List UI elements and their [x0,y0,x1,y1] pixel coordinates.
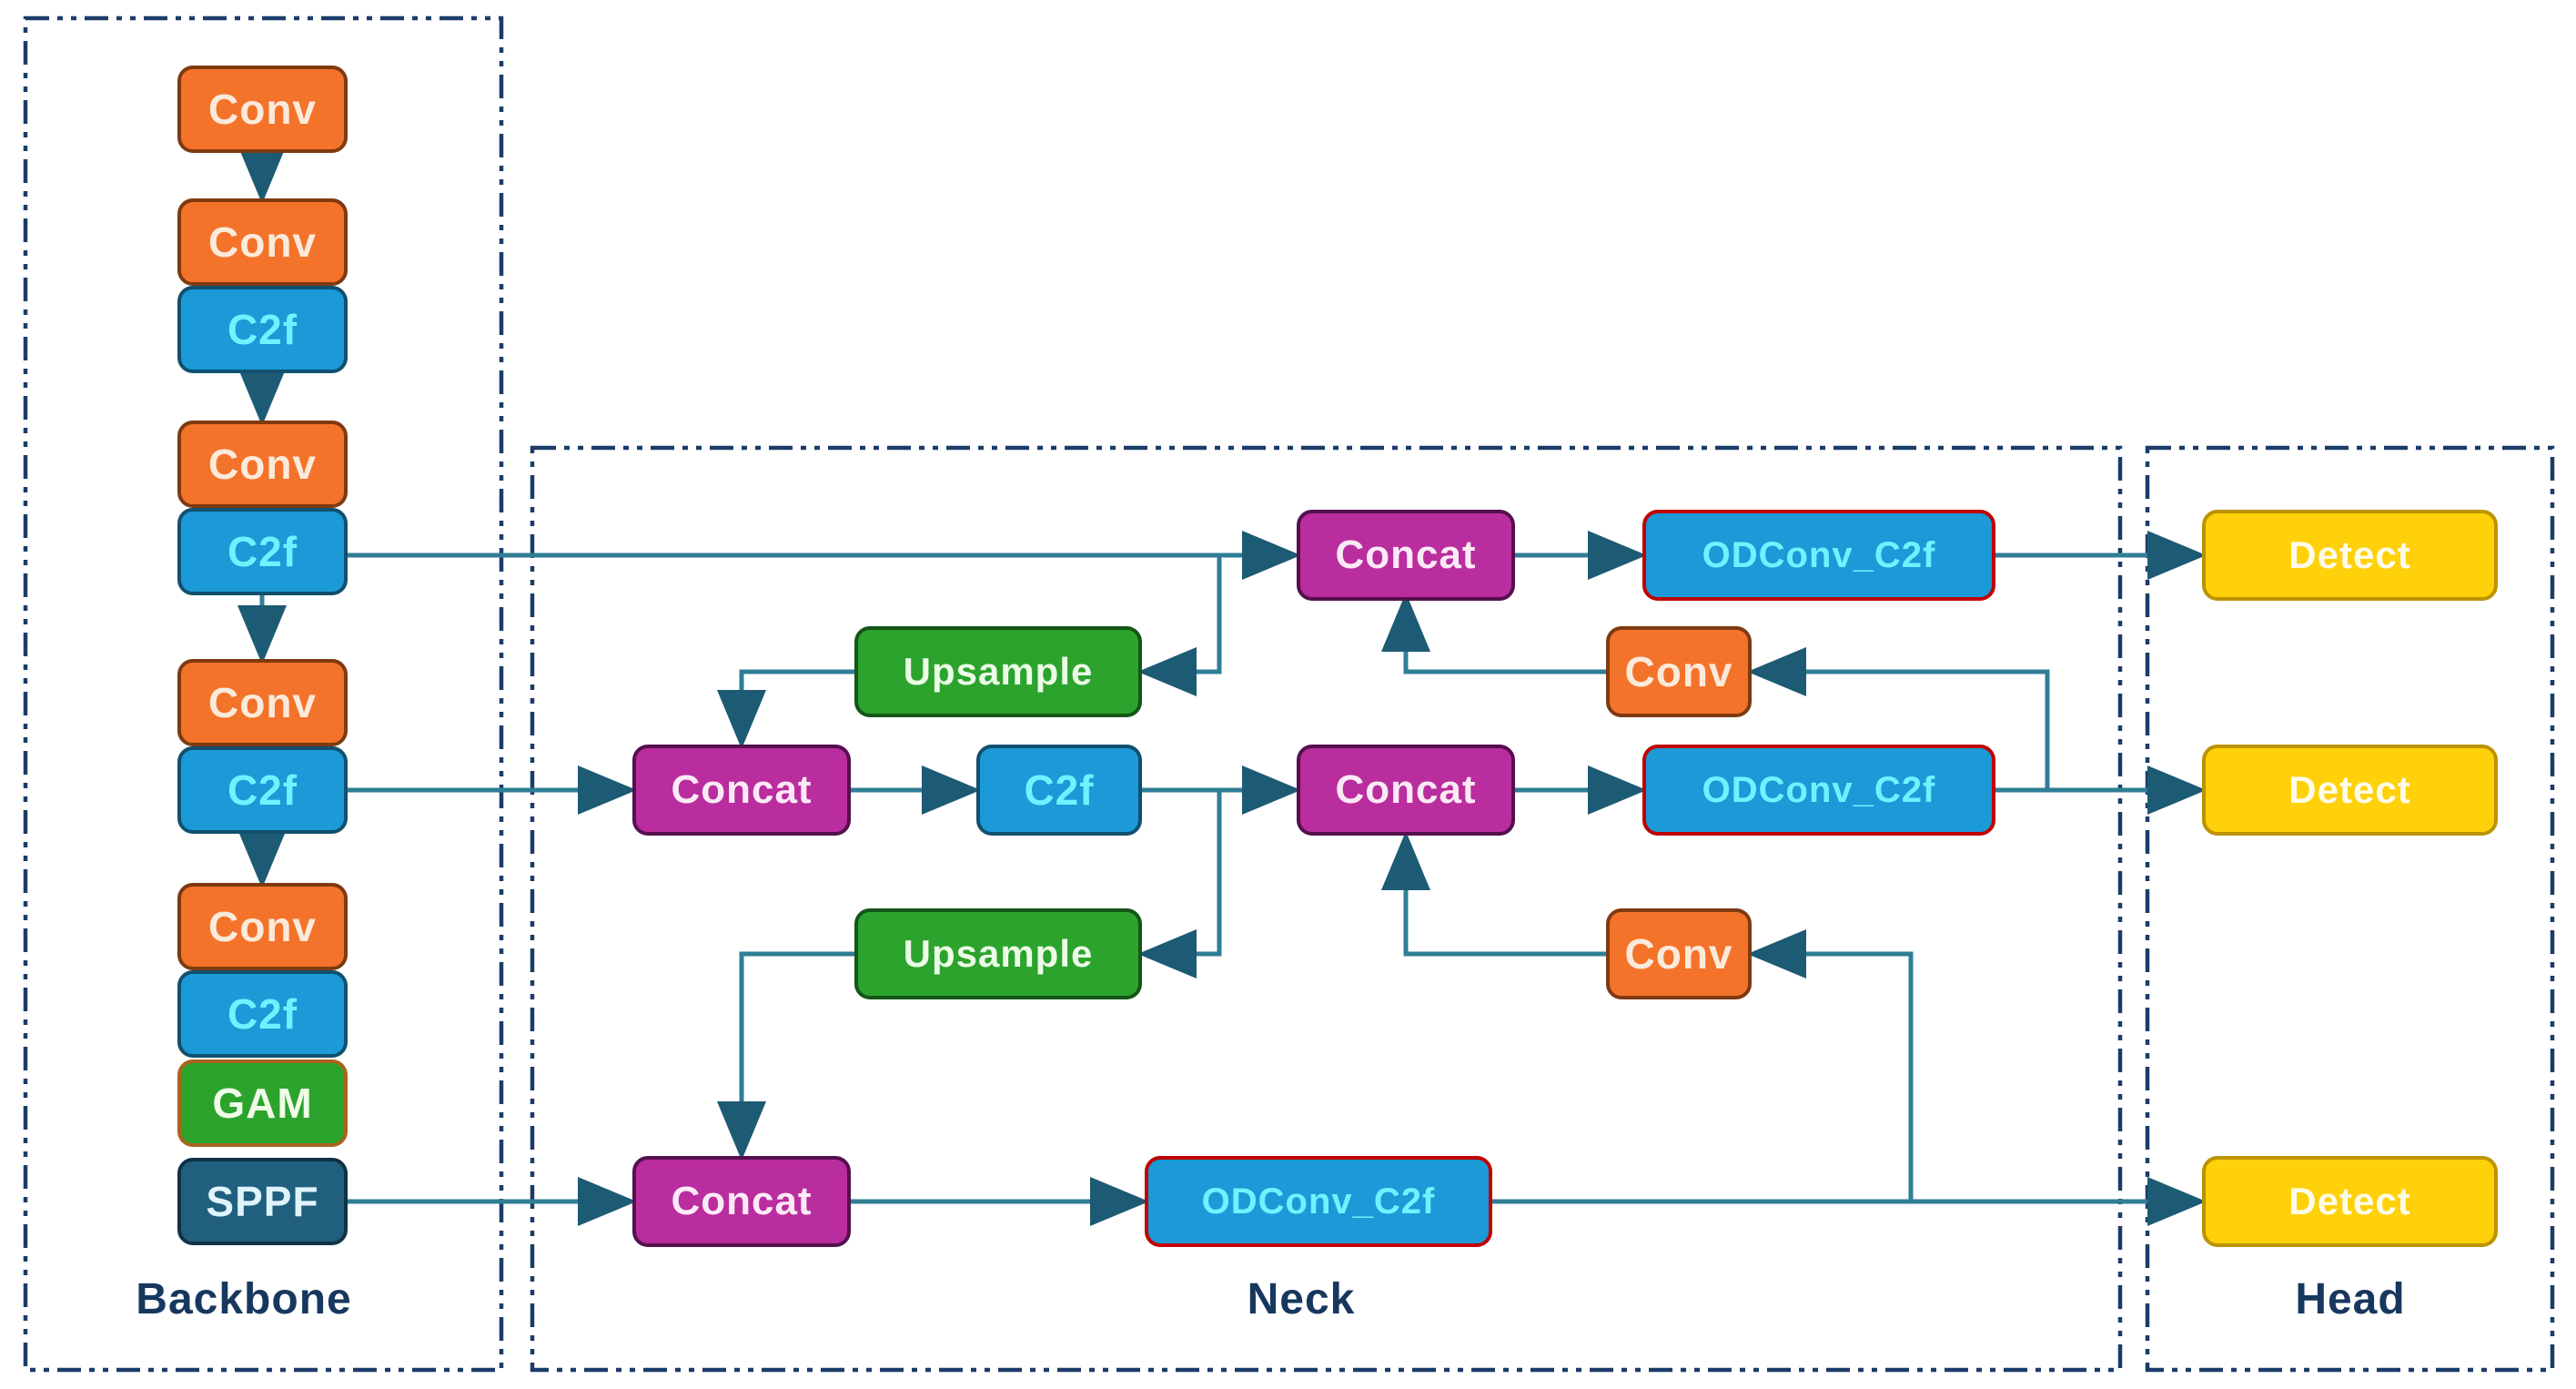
node-bb-conv-1: Conv [177,66,348,153]
edge-branch-conv-up [1747,646,2050,790]
node-nk-c2f: C2f [976,745,1142,836]
node-nk-conv-down: Conv [1606,908,1752,999]
node-bb-c2f-1: C2f [177,286,348,373]
node-nk-upsample-2: Upsample [854,908,1142,999]
edge-upsample1-concat-mid [716,669,854,749]
node-bb-conv-5: Conv [177,883,348,970]
edge-upsample2-concat-bottom [716,951,854,1161]
node-bb-sppf: SPPF [177,1158,348,1245]
backbone-label: Backbone [136,1275,352,1323]
node-nk-upsample-1: Upsample [854,626,1142,717]
head-label: Head [2295,1275,2406,1323]
edge-conv-down-concat-mid2 [1380,831,1606,957]
node-bb-c2f-4: C2f [177,970,348,1058]
node-hd-detect-2: Detect [2202,745,2498,836]
node-bb-c2f-2: C2f [177,508,348,595]
edge-conv-up-concat-top [1380,593,1606,674]
edge-branch-conv-down [1747,928,1914,1201]
neck-container [530,445,2123,1373]
node-bb-conv-2: Conv [177,198,348,286]
node-bb-gam: GAM [177,1059,348,1147]
neck-label: Neck [1247,1275,1356,1323]
node-bb-c2f-3: C2f [177,746,348,834]
node-nk-odconv-bottom: ODConv_C2f [1145,1156,1492,1247]
node-nk-concat-mid2: Concat [1297,745,1515,836]
node-bb-conv-4: Conv [177,659,348,746]
edge-branch-upsample2 [1137,790,1222,979]
node-nk-concat-mid: Concat [632,745,851,836]
node-nk-conv-up: Conv [1606,626,1752,717]
node-bb-conv-3: Conv [177,421,348,508]
node-hd-detect-3: Detect [2202,1156,2498,1247]
node-nk-concat-top: Concat [1297,510,1515,601]
node-nk-concat-bottom: Concat [632,1156,851,1247]
node-hd-detect-1: Detect [2202,510,2498,601]
edge-branch-upsample1 [1137,555,1222,697]
node-nk-odconv-mid: ODConv_C2f [1642,745,1995,836]
node-nk-odconv-top: ODConv_C2f [1642,510,1995,601]
head-container [2145,445,2555,1373]
backbone-container [23,15,504,1373]
